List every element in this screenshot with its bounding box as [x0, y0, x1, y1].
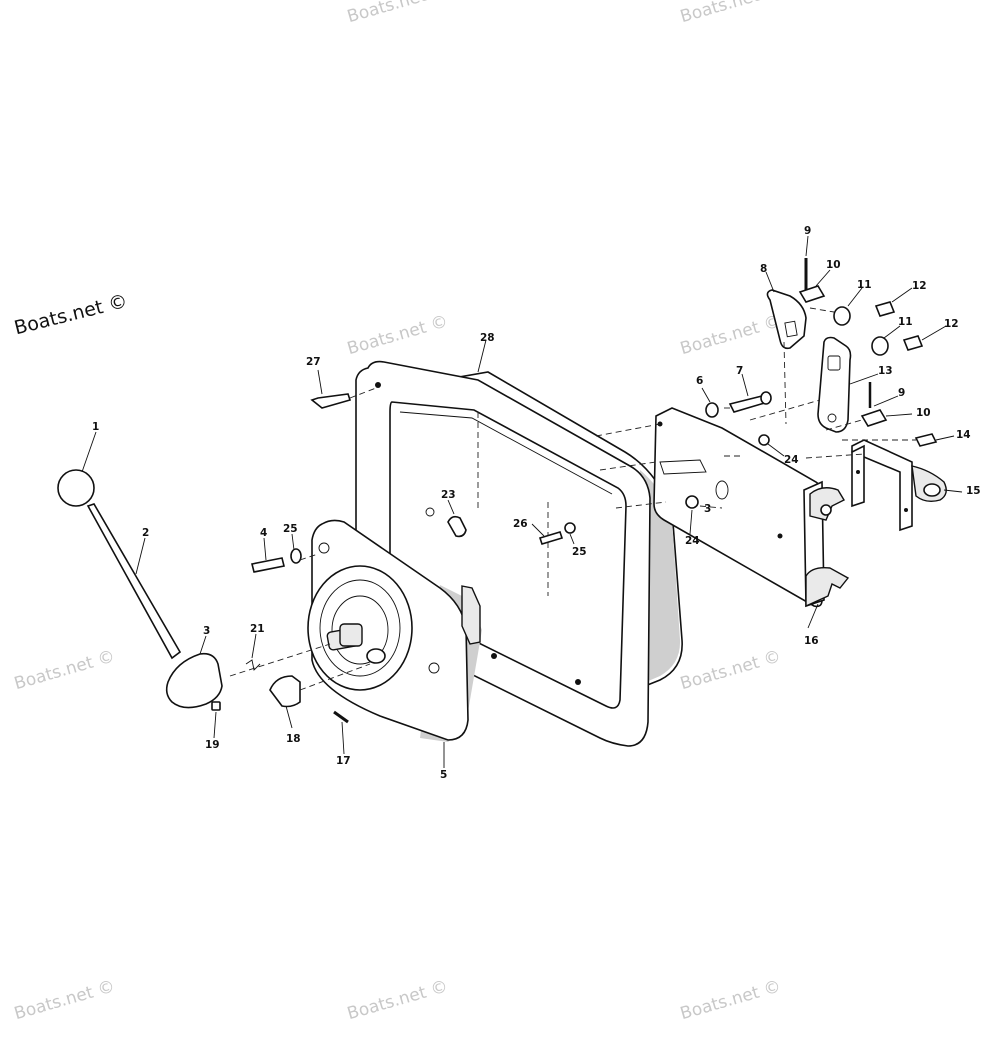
- callout-26: 26: [513, 518, 528, 530]
- nut-24-mid: [685, 495, 699, 509]
- bushing-10-top: [798, 285, 826, 303]
- screw-27: [310, 393, 352, 409]
- knob-1: [57, 469, 95, 507]
- hub-3: [165, 652, 223, 709]
- callout-8: 8: [760, 263, 767, 275]
- callout-3b: 3: [704, 503, 711, 515]
- spring-21: [245, 659, 261, 671]
- leader-lines: [81, 235, 963, 768]
- callout-14: 14: [956, 429, 971, 441]
- callout-2: 2: [142, 527, 149, 539]
- washer-11-mid: [871, 336, 889, 356]
- callout-9: 9: [804, 225, 811, 237]
- callout-1: 1: [92, 421, 99, 433]
- callout-5: 5: [440, 769, 447, 781]
- callout-11: 11: [857, 279, 872, 291]
- clip-15: [851, 439, 947, 532]
- link-13: [817, 336, 852, 433]
- screw-12-top: [874, 301, 896, 317]
- washer-25-right: [564, 522, 576, 534]
- callout-3: 3: [203, 625, 210, 637]
- callout-21: 21: [250, 623, 265, 635]
- callout-6: 6: [696, 375, 703, 387]
- washer-25-left: [290, 548, 302, 564]
- screw-7: [728, 391, 772, 413]
- callout-18: 18: [286, 733, 301, 745]
- screw-26: [538, 531, 564, 545]
- spacer-23: [425, 507, 467, 538]
- bushing-10-mid: [860, 409, 888, 427]
- callout-11b: 11: [898, 316, 913, 328]
- shaft-2: [86, 503, 182, 660]
- washer-11-top: [833, 306, 851, 326]
- screw-4: [251, 557, 285, 573]
- callout-15: 15: [966, 485, 981, 497]
- callout-labels: 1 2 3 19 21 18 17 5 4 25 27 28 23 26 25 …: [92, 225, 981, 781]
- control-head-5: [307, 519, 482, 742]
- lever-arm-8: [766, 289, 807, 350]
- washer-6: [705, 402, 719, 418]
- callout-25b: 25: [572, 546, 587, 558]
- callout-19: 19: [205, 739, 220, 751]
- callout-12: 12: [912, 280, 927, 292]
- callout-17: 17: [336, 755, 351, 767]
- callout-7: 7: [736, 365, 743, 377]
- callout-27: 27: [306, 356, 321, 368]
- callout-10b: 10: [916, 407, 931, 419]
- callout-13: 13: [878, 365, 893, 377]
- callout-9b: 9: [898, 387, 905, 399]
- callout-10: 10: [826, 259, 841, 271]
- pin-17: [333, 710, 349, 724]
- bracket-plate-16: [653, 407, 850, 608]
- callout-12b: 12: [944, 318, 959, 330]
- callout-23: 23: [441, 489, 456, 501]
- callout-16: 16: [804, 635, 819, 647]
- screw-12-mid: [902, 335, 924, 351]
- callout-25: 25: [283, 523, 298, 535]
- nut-24-top: [758, 434, 770, 446]
- screw-19: [211, 701, 221, 711]
- callout-4: 4: [260, 527, 267, 539]
- screw-14: [914, 433, 938, 447]
- callout-24b: 24: [685, 535, 700, 547]
- callout-24: 24: [784, 454, 799, 466]
- cover-18: [269, 675, 301, 708]
- callout-28: 28: [480, 332, 495, 344]
